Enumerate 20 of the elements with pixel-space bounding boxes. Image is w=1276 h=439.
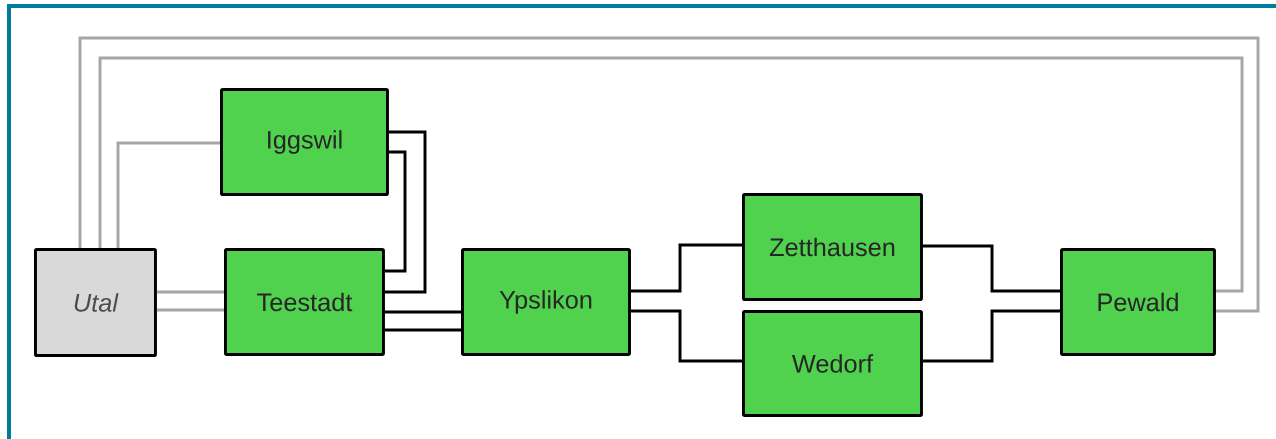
- place-box: Wedorf: [742, 310, 923, 417]
- connector-line: [630, 243, 742, 293]
- connector-line: [78, 36, 1260, 313]
- place-box: Utal: [34, 248, 157, 357]
- connector-line: [384, 130, 427, 294]
- place-box: Zetthausen: [742, 193, 923, 301]
- place-box: Teestadt: [224, 248, 385, 356]
- place-box: Pewald: [1060, 248, 1216, 356]
- connector-line: [922, 309, 1060, 363]
- connector-line: [98, 56, 1244, 293]
- place-box: Iggswil: [220, 88, 389, 196]
- connector-line: [384, 328, 461, 332]
- connector-line: [116, 141, 220, 248]
- connector-line: [922, 244, 1060, 293]
- connector-line: [156, 290, 224, 294]
- place-box: Ypslikon: [461, 248, 631, 356]
- connector-line: [630, 309, 742, 363]
- connector-line: [384, 310, 461, 314]
- connector-line: [156, 308, 224, 312]
- connector-line: [384, 150, 407, 273]
